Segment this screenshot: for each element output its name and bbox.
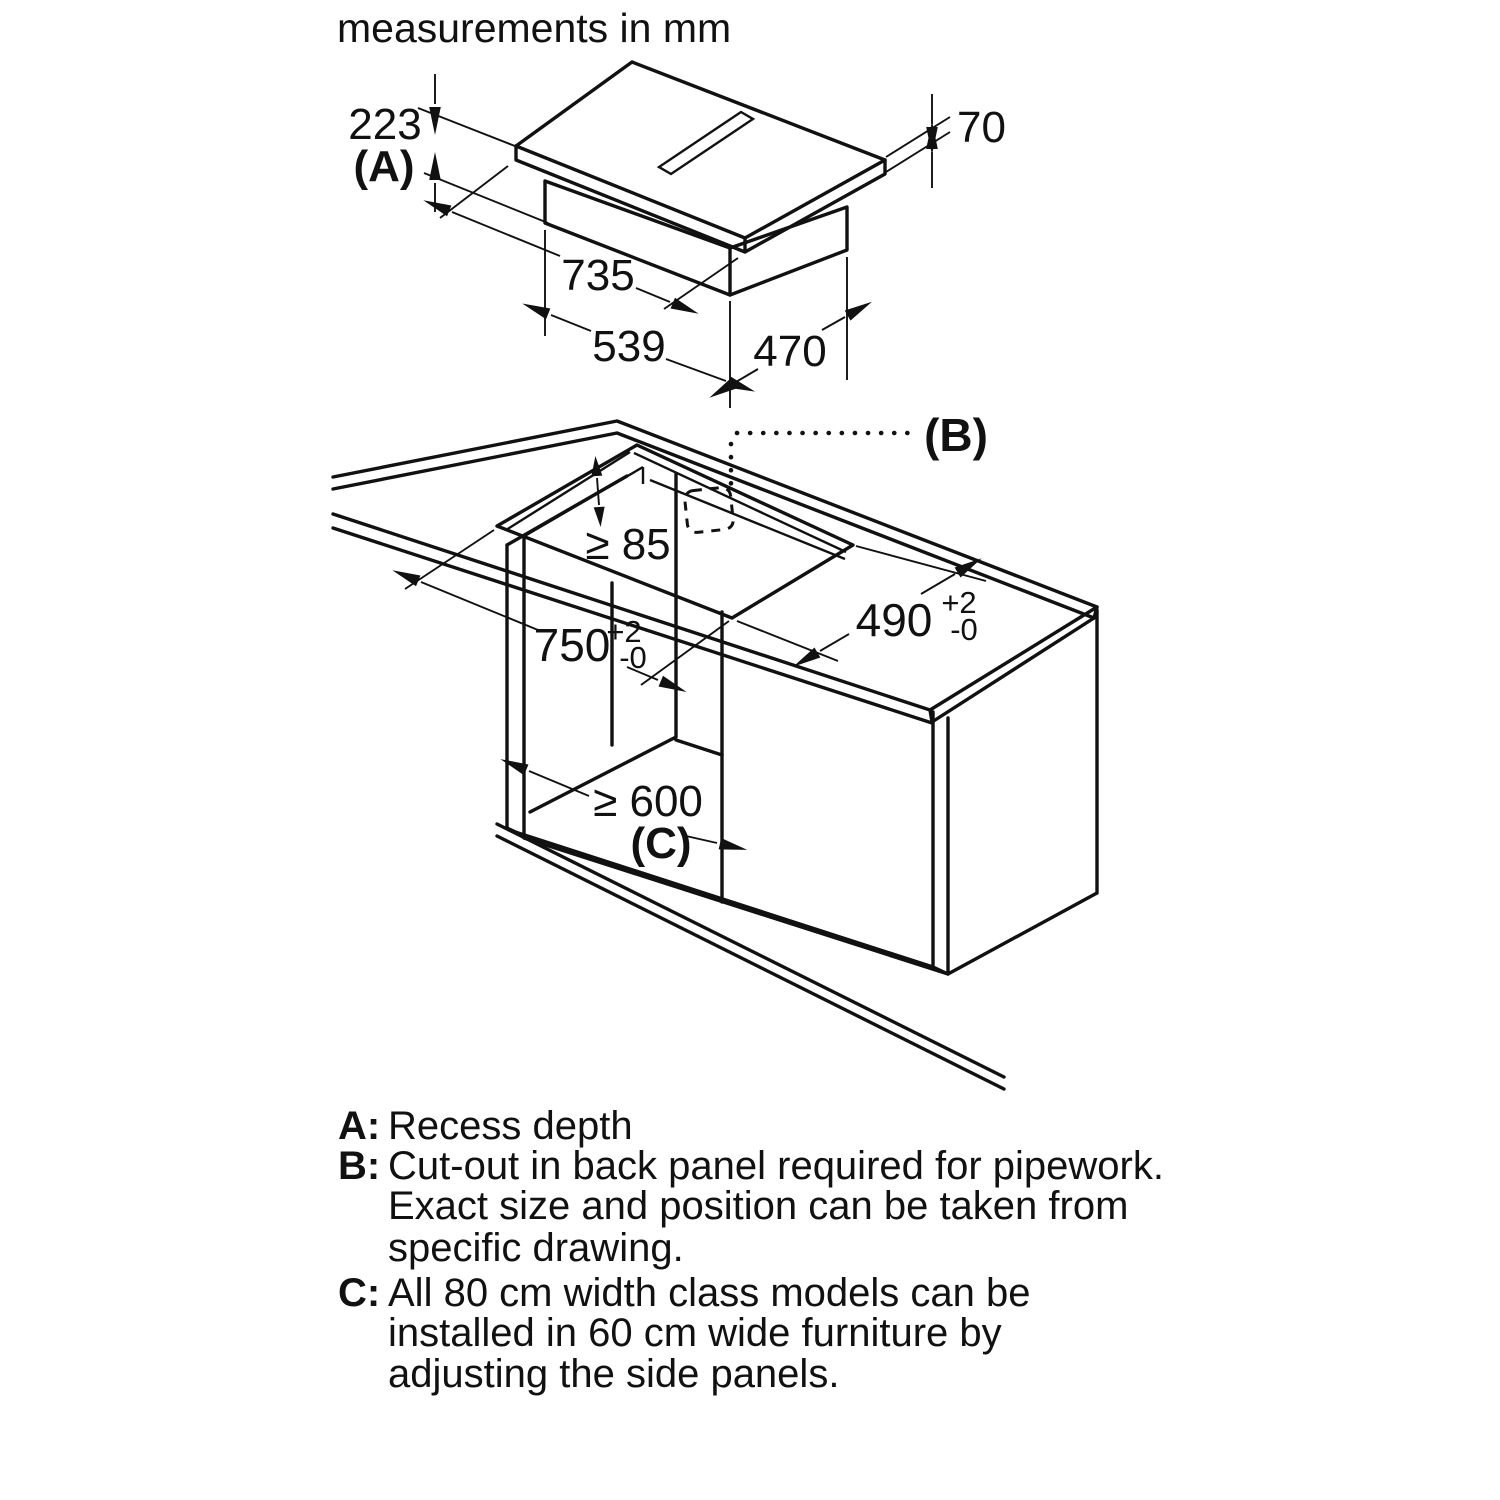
- dim-470-value: 470: [753, 327, 826, 376]
- worktop-back-edge: [331, 419, 1099, 609]
- ref-B-label: (B): [924, 409, 988, 461]
- legend-b-line2: Exact size and position can be taken fro…: [388, 1184, 1128, 1228]
- cabinet-body: [495, 472, 1099, 1091]
- dim-recess-223: 223 (A): [348, 74, 549, 224]
- dim-base-depth-470: 470: [709, 257, 872, 398]
- legend-b-line3: specific drawing.: [388, 1226, 684, 1270]
- dim-600-value: ≥ 600: [593, 777, 703, 826]
- pipework-cutout-B: (B): [683, 409, 988, 534]
- dim-rear-clearance-85: ≥ 85: [585, 456, 671, 569]
- dim-750-tol-plus: +2: [606, 614, 641, 649]
- legend: A: Recess depth B: Cut-out in back panel…: [338, 1104, 1164, 1396]
- dim-A-ref: (A): [353, 142, 414, 191]
- cabinet-interior-edges: [522, 465, 846, 561]
- worktop-cutout-view: (B) ≥ 85 750 +2 -0: [331, 409, 1099, 1091]
- right-side-panel: [931, 608, 1099, 976]
- dim-735-value: 735: [561, 251, 634, 300]
- dim-cutout-depth-490: 490 +2 -0: [736, 545, 987, 667]
- dim-85-value: ≥ 85: [585, 520, 670, 569]
- dim-750-value: 750: [534, 619, 611, 671]
- dim-223-value: 223: [348, 100, 421, 149]
- left-side-wall: [505, 474, 629, 838]
- legend-c-line2: installed in 60 cm wide furniture by: [388, 1311, 1002, 1355]
- worktop-front-edge: [331, 512, 934, 725]
- dim-70-value: 70: [957, 103, 1006, 152]
- dim-height-70: 70: [885, 94, 1006, 188]
- dim-490-tol-minus: -0: [950, 612, 978, 647]
- legend-b-label: B:: [338, 1144, 380, 1188]
- dim-top-width-735: 735: [423, 165, 739, 314]
- adjusted-side-panel: [528, 472, 724, 814]
- legend-c-label: C:: [338, 1271, 380, 1315]
- pipework-dashed-box: [683, 486, 735, 534]
- dim-539-value: 539: [592, 322, 665, 371]
- cabinet-bottom-front: [507, 828, 950, 976]
- legend-a-label: A:: [338, 1104, 380, 1148]
- legend-b-line1: Cut-out in back panel required for pipew…: [388, 1144, 1164, 1188]
- dim-490-value: 490: [856, 594, 933, 646]
- worktop-back-lip: [331, 431, 1096, 620]
- page-title: measurements in mm: [337, 5, 731, 51]
- dim-490-tol-plus: +2: [941, 585, 976, 620]
- legend-a-text: Recess depth: [388, 1104, 633, 1148]
- worktop-right-end: [928, 605, 1099, 724]
- hob-duct-box-right-face: [728, 205, 849, 297]
- legend-c-line1: All 80 cm width class models can be: [388, 1271, 1031, 1315]
- hob-vent-slot: [656, 110, 756, 176]
- dim-750-tol-minus: -0: [619, 640, 647, 675]
- hob-isometric-view: 223 (A) 70 735 539: [348, 60, 1006, 408]
- hob-glass-thickness: [514, 144, 887, 254]
- dim-furniture-width-600: ≥ 600 (C): [500, 759, 748, 868]
- cutout-rim: [505, 450, 847, 554]
- worktop-cutout-hole: [495, 443, 855, 620]
- ref-C-label: (C): [630, 819, 691, 868]
- legend-c-line3: adjusting the side panels.: [388, 1352, 839, 1396]
- dim-cutout-width-750: 750 +2 -0: [392, 529, 730, 692]
- floor-line: [495, 822, 1006, 1091]
